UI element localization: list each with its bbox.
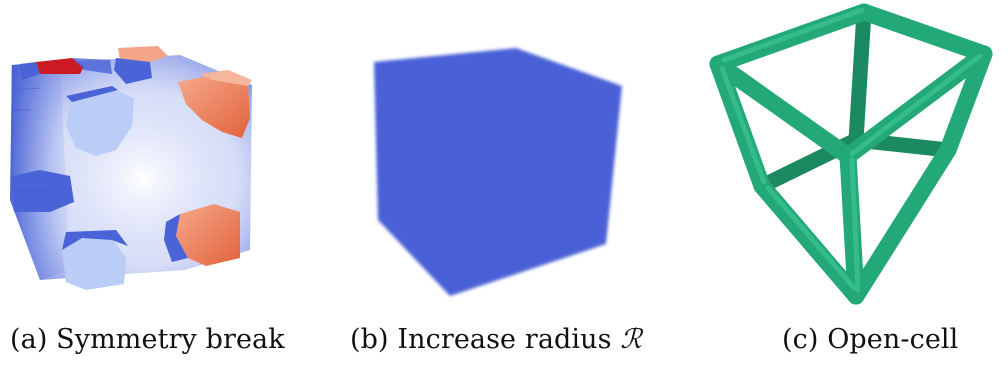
caption-b-label: (b) [350,324,389,355]
caption-b-text: Increase radius [397,324,620,355]
panel-increase-radius: (b) Increase radius ℛ [338,0,668,371]
bottom-edge-left [762,186,856,296]
caption-c-label: (c) [782,324,819,355]
open-cell-render [690,0,1008,310]
caption-b: (b) Increase radius ℛ [350,324,642,355]
solid-cube-render [338,0,668,310]
back-edge-top [856,12,864,140]
radius-symbol: ℛ [620,324,642,355]
caption-a-text: Symmetry break [56,324,285,355]
panel-symmetry-break: (a) Symmetry break [0,0,300,371]
symmetry-break-render [0,0,300,310]
blue-patch-left-middle [12,170,74,212]
panel-open-cell: (c) Open-cell [690,0,1008,371]
caption-a: (a) Symmetry break [10,324,285,355]
caption-c: (c) Open-cell [782,324,958,355]
top-edge-back-right [864,12,984,54]
blue-cube [374,48,622,296]
bottom-edge-right [856,150,948,296]
caption-a-label: (a) [10,324,47,355]
caption-c-text: Open-cell [827,324,958,355]
